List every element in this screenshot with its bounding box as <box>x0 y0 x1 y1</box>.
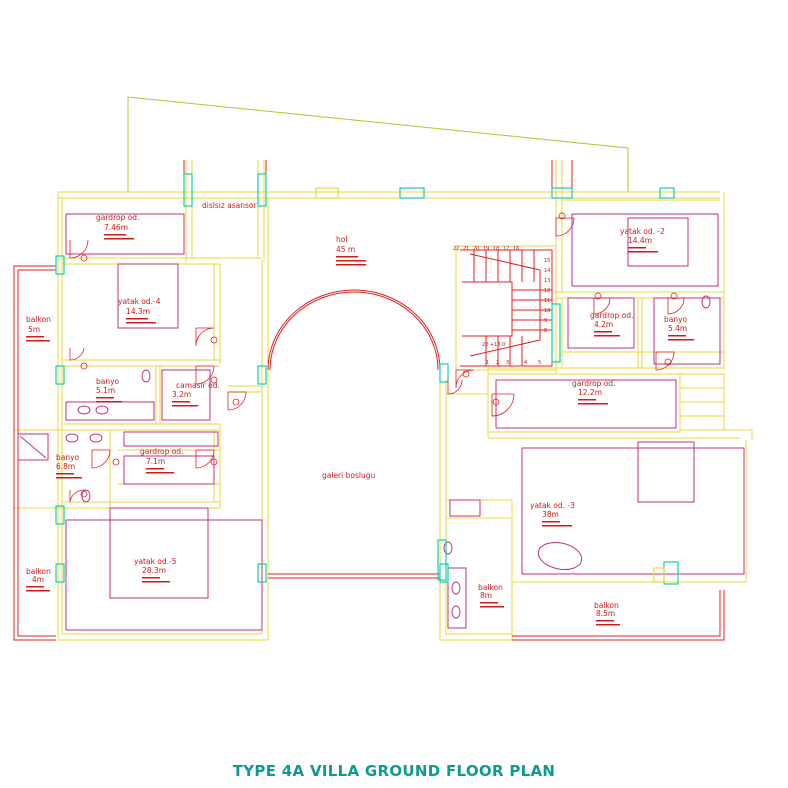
room-name-gallery: galeri boslugu <box>322 471 375 480</box>
room-area-wardrobe-3: 4.2m <box>594 320 613 329</box>
room-area-bath-3: 5.4m <box>668 324 687 333</box>
stair-number: 22 <box>453 246 459 252</box>
room-name-bath-1: banyo <box>96 377 120 386</box>
stair-number: 10 <box>544 308 550 314</box>
exterior-steps <box>679 373 725 431</box>
stair-number: 11 <box>544 298 550 304</box>
room-name-balcony-4: balkon <box>594 601 619 610</box>
stair-numbers: 22 21 20 19 18 17 16 15 14 13 12 11 10 9… <box>453 246 550 366</box>
stair-number: 13 <box>544 278 550 284</box>
room-name-hall: hol <box>336 235 347 244</box>
stair-number: 15 <box>544 258 550 264</box>
room-labels: dislsiz asansor hol 45 m gardrop od. 7.4… <box>26 201 688 618</box>
room-name-bath-3: banyo <box>664 315 688 324</box>
door-swings <box>69 217 685 503</box>
room-name-elevator: dislsiz asansor <box>202 201 257 210</box>
room-name-bedroom-2: yatak od. -2 <box>620 227 665 236</box>
room-area-bedroom-3: 38m <box>542 510 559 519</box>
room-area-bedroom-2: 14.4m <box>628 236 652 245</box>
room-name-bedroom-3: yatak od. -3 <box>530 501 575 510</box>
room-name-wardrobe-1: gardrop od. <box>96 213 139 222</box>
room-area-laundry: 3.2m <box>172 390 191 399</box>
room-name-laundry: camasir od. <box>176 381 220 390</box>
room-name-balcony-1: balkon <box>26 315 51 324</box>
room-area-hall: 45 m <box>336 245 355 254</box>
room-area-balcony-3: 8m <box>480 591 492 600</box>
room-name-wardrobe-3: gardrop od. <box>590 311 633 320</box>
room-area-balcony-4: 8.5m <box>596 609 615 618</box>
stair-number: 12 <box>544 288 550 294</box>
spec-notes <box>26 234 694 626</box>
room-area-wardrobe-1: 7.46m <box>104 223 128 232</box>
room-area-bath-1: 5.1m <box>96 386 115 395</box>
room-name-balcony-3: balkon <box>478 583 503 592</box>
room-area-bath-2: 6.8m <box>56 462 75 471</box>
room-area-bedroom-5: 28.3m <box>142 566 166 575</box>
stair-number: 18 <box>493 246 499 252</box>
stair-number: 17 <box>503 246 509 252</box>
plan-title: TYPE 4A VILLA GROUND FLOOR PLAN <box>232 762 556 780</box>
stair-number: 2 <box>496 360 499 366</box>
balcony-railings <box>13 160 725 641</box>
stair-number: 3 <box>506 360 509 366</box>
room-name-bedroom-5: yatak od.-5 <box>134 557 177 566</box>
stair-number: 19 <box>483 246 489 252</box>
room-area-wardrobe-4: 12.2m <box>578 388 602 397</box>
room-area-wardrobe-2: 7.1m <box>146 457 165 466</box>
room-name-balcony-2: balkon <box>26 567 51 576</box>
windows <box>55 173 679 585</box>
stair-number: 9 <box>544 318 547 324</box>
stair-number: 4 <box>524 360 527 366</box>
fixture-markers <box>80 212 678 498</box>
stair-number: 14 <box>544 268 550 274</box>
upper-terrace-outline <box>127 96 629 192</box>
room-name-bath-2: banyo <box>56 453 80 462</box>
room-name-wardrobe-2: gardrop od. <box>140 447 183 456</box>
stair-number: 21 <box>463 246 469 252</box>
room-name-bedroom-4: yatak od.-4 <box>118 297 161 306</box>
stair-number: 5 <box>538 360 541 366</box>
stair-level-note: 22 +16.0 <box>482 342 505 348</box>
room-area-bedroom-4: 14.3m <box>126 307 150 316</box>
room-name-wardrobe-4: gardrop od. <box>572 379 615 388</box>
stair-number: 8 <box>544 328 547 334</box>
staircase <box>455 245 557 371</box>
stair-number: 20 <box>473 246 479 252</box>
room-area-balcony-2: 4m <box>32 575 44 584</box>
stair-number: 16 <box>513 246 519 252</box>
gallery-void <box>267 289 441 579</box>
stair-number: 1 <box>486 360 489 366</box>
room-area-balcony-1: 5m <box>28 325 40 334</box>
furniture-outlines <box>17 213 745 631</box>
